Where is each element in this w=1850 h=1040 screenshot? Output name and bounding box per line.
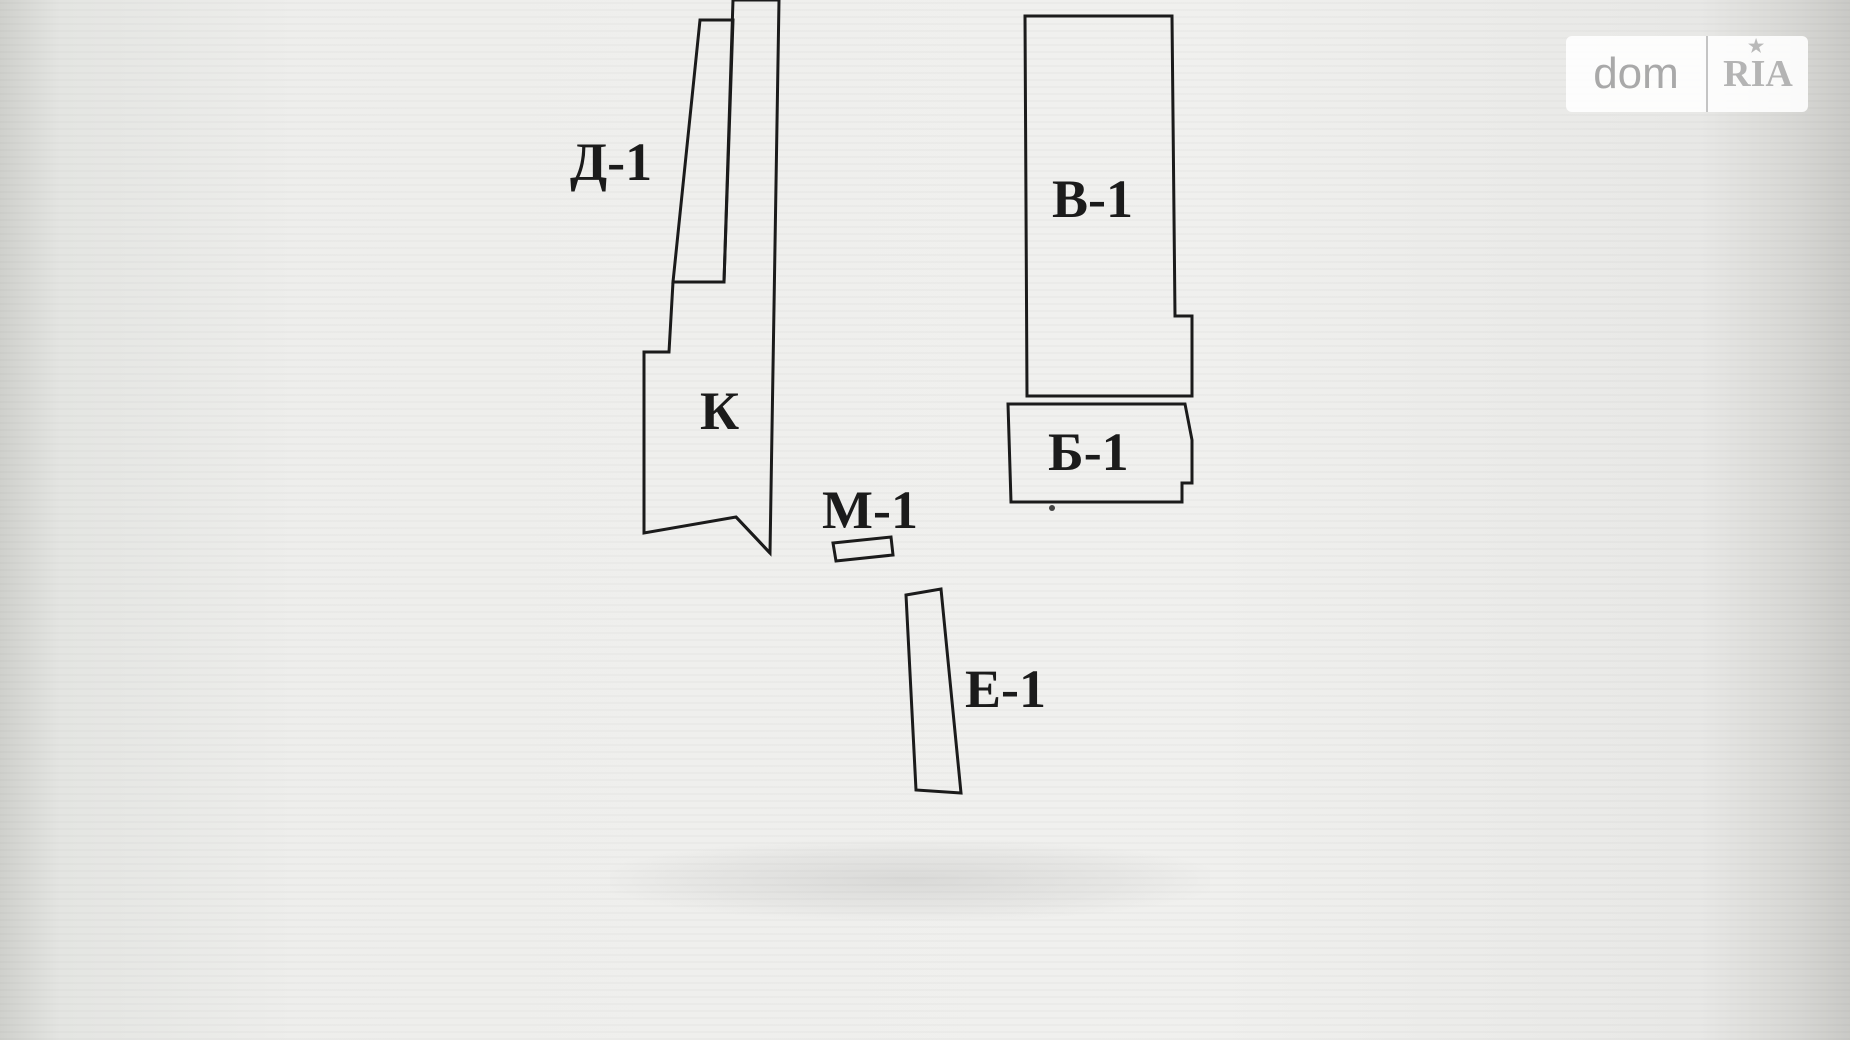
ink-dot bbox=[1049, 505, 1055, 511]
label-m1: М-1 bbox=[822, 480, 918, 540]
building-b1 bbox=[1006, 402, 1194, 504]
building-v1 bbox=[1023, 14, 1194, 398]
building-e1 bbox=[904, 587, 963, 795]
watermark-dom-ria: dom ★ RIA bbox=[1566, 36, 1808, 112]
watermark-ria-text: RIA bbox=[1723, 53, 1793, 95]
watermark-dom-text: dom bbox=[1593, 49, 1679, 98]
watermark-ria: ★ RIA bbox=[1708, 36, 1808, 96]
label-e1: Е-1 bbox=[965, 659, 1046, 719]
label-b1: Б-1 bbox=[1048, 422, 1129, 482]
star-icon: ★ bbox=[1748, 36, 1765, 56]
label-v1: В-1 bbox=[1052, 169, 1133, 229]
label-d1: Д-1 bbox=[570, 132, 653, 192]
building-m1 bbox=[831, 535, 895, 563]
blurred-region bbox=[610, 840, 1210, 920]
building-k bbox=[642, 0, 781, 557]
building-k-wedge bbox=[734, 515, 772, 555]
label-k: К bbox=[700, 381, 740, 441]
watermark-divider bbox=[1706, 36, 1708, 112]
